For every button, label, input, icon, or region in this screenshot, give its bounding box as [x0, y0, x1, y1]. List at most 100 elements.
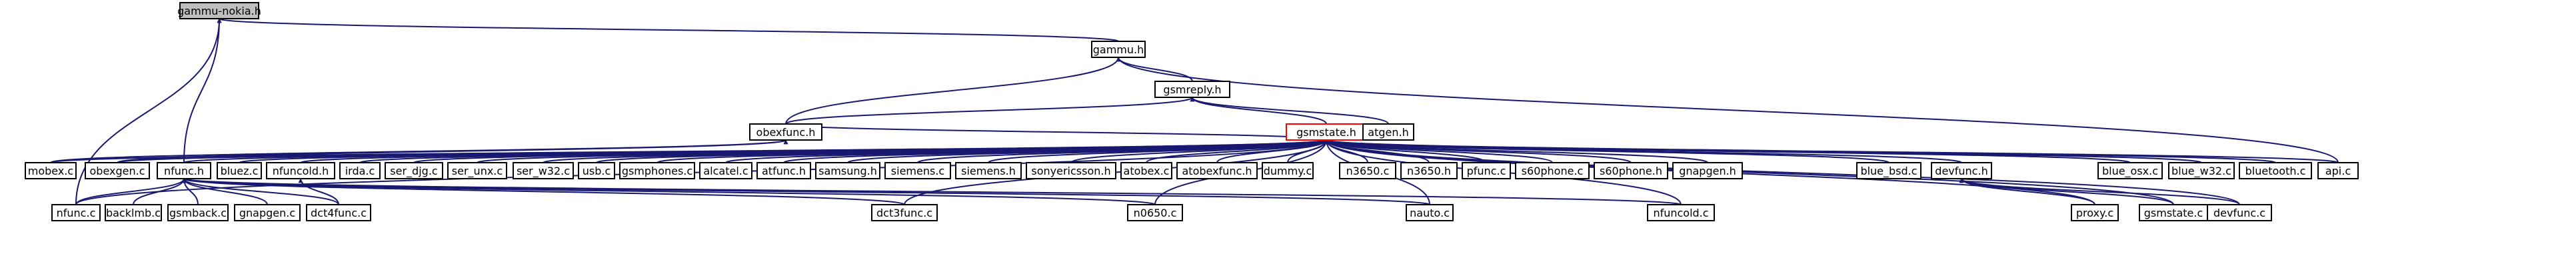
node-box [339, 162, 381, 179]
node-label: n0650.c [1134, 207, 1177, 219]
edge-nfuncold_c-to-nfunc_h [182, 178, 1682, 205]
node-label: gammu.h [1093, 43, 1144, 56]
node-box [2071, 204, 2119, 221]
node-backlmb[interactable]: backlmb.c [105, 204, 162, 221]
node-box [578, 162, 615, 179]
node-obexgen[interactable]: obexgen.c [85, 162, 150, 179]
edge-obexgen-to-obexfunc [117, 139, 788, 163]
node-box [217, 162, 262, 179]
node-usb[interactable]: usb.c [578, 162, 615, 179]
node-s60phone-c[interactable]: s60phone.c [1515, 162, 1590, 179]
node-ser-w32[interactable]: ser_w32.c [513, 162, 574, 179]
node-atgen[interactable]: atgen.h [1362, 123, 1414, 141]
node-blue-osx[interactable]: blue_osx.c [2097, 162, 2163, 179]
node-gnapgen-c[interactable]: gnapgen.c [234, 204, 301, 221]
node-box [884, 162, 951, 179]
node-siemens-h[interactable]: siemens.h [955, 162, 1022, 179]
node-samsung[interactable]: samsung.h [815, 162, 880, 179]
node-box [1176, 162, 1258, 179]
node-label: atgen.h [1368, 126, 1408, 139]
node-label: dummy.c [1264, 165, 1312, 177]
edge-nfunc_c-to-nfunc_h [75, 178, 187, 205]
node-label: blue_osx.c [2102, 165, 2158, 178]
node-mobex[interactable]: mobex.c [25, 162, 77, 179]
node-nfuncold-h[interactable]: nfuncold.h [266, 162, 335, 179]
node-devfunc-h[interactable]: devfunc.h [1931, 162, 1992, 179]
node-box [1931, 162, 1992, 179]
node-dct3func[interactable]: dct3func.c [871, 204, 938, 221]
node-label: gnapgen.h [1679, 165, 1736, 177]
edge-gnapgen_c-to-nfunc_h [181, 178, 268, 205]
node-ser-unx[interactable]: ser_unx.c [447, 162, 507, 179]
node-n3650-c[interactable]: n3650.c [1339, 162, 1396, 179]
edge-nfunc_h-to-gammu_nokia [183, 18, 222, 163]
node-proxy[interactable]: proxy.c [2071, 204, 2119, 221]
node-label: atobexfunc.h [1182, 165, 1252, 177]
node-nfuncold-c[interactable]: nfuncold.c [1647, 204, 1715, 221]
node-label: s60phone.c [1522, 165, 1584, 177]
node-label: dct4func.c [311, 207, 367, 219]
edge-devfunc_c-to-gsmstate [1324, 139, 2240, 205]
node-gsmstate[interactable]: gsmstate.h [1286, 123, 1367, 141]
node-devfunc-c[interactable]: devfunc.c [2207, 204, 2272, 221]
node-gsmstate-c[interactable]: gsmstate.c [2139, 204, 2208, 221]
node-irda[interactable]: irda.c [339, 162, 381, 179]
node-label: pfunc.c [1467, 165, 1506, 177]
node-atobexfunc[interactable]: atobexfunc.h [1176, 162, 1258, 179]
node-label: ser_unx.c [452, 165, 503, 178]
node-box [105, 204, 162, 221]
node-dct4func[interactable]: dct4func.c [306, 204, 371, 221]
node-sonyericsson[interactable]: sonyericsson.h [1026, 162, 1116, 179]
node-box [167, 204, 229, 221]
node-blue-w32[interactable]: blue_w32.c [2168, 162, 2235, 179]
node-obexfunc[interactable]: obexfunc.h [749, 123, 822, 141]
node-api[interactable]: api.c [2317, 162, 2359, 179]
node-box [699, 162, 752, 179]
edge-gnapgen_h-to-gsmstate [1324, 139, 1708, 163]
node-pfunc[interactable]: pfunc.c [1462, 162, 1511, 179]
node-box [2207, 204, 2272, 221]
node-n3650-h[interactable]: n3650.h [1400, 162, 1458, 179]
node-label: ser_djg.c [390, 165, 437, 178]
node-atfunc[interactable]: atfunc.h [756, 162, 811, 179]
node-label: n3650.h [1407, 165, 1451, 177]
node-label: nfuncold.c [1653, 207, 1708, 219]
node-atobex[interactable]: atobex.c [1120, 162, 1172, 179]
node-nfunc-c[interactable]: nfunc.c [51, 204, 101, 221]
node-gammu-nokia[interactable]: gammu-nokia.h [177, 2, 261, 19]
edge-gsmreply-to-gammu [1116, 57, 1193, 82]
node-label: gsmback.c [169, 207, 227, 219]
node-blue-bsd[interactable]: blue_bsd.c [1856, 162, 1922, 179]
node-box [513, 162, 574, 179]
node-label: devfunc.c [2213, 207, 2265, 219]
node-gsmback[interactable]: gsmback.c [167, 204, 229, 221]
node-gsmreply[interactable]: gsmreply.h [1154, 81, 1230, 98]
node-gammu[interactable]: gammu.h [1091, 41, 1146, 58]
node-label: api.c [2325, 165, 2351, 177]
node-box [749, 123, 822, 141]
node-box [2168, 162, 2235, 179]
node-box [1339, 162, 1396, 179]
node-box [619, 162, 695, 179]
node-s60phone-h[interactable]: s60phone.h [1594, 162, 1668, 179]
node-dummy[interactable]: dummy.c [1262, 162, 1314, 179]
edge-sonyericsson-to-gsmstate [1070, 139, 1329, 163]
node-alcatel[interactable]: alcatel.c [699, 162, 752, 179]
node-box [2317, 162, 2359, 179]
node-bluez[interactable]: bluez.c [217, 162, 262, 179]
node-gsmphones[interactable]: gsmphones.c [619, 162, 695, 179]
node-box [1262, 162, 1314, 179]
node-siemens-c[interactable]: siemens.c [884, 162, 951, 179]
node-label: irda.c [345, 165, 375, 177]
edge-atgen-to-gsmreply [1190, 97, 1389, 125]
node-label: bluetooth.c [2245, 165, 2306, 177]
node-bluetooth[interactable]: bluetooth.c [2239, 162, 2312, 179]
node-nauto[interactable]: nauto.c [1406, 204, 1454, 221]
node-nfunc-h[interactable]: nfunc.h [157, 162, 211, 179]
node-label: s60phone.h [1600, 165, 1662, 177]
node-n0650[interactable]: n0650.c [1127, 204, 1183, 221]
node-gnapgen-h[interactable]: gnapgen.h [1672, 162, 1743, 179]
node-box [1594, 162, 1668, 179]
node-ser-djg[interactable]: ser_djg.c [385, 162, 443, 179]
